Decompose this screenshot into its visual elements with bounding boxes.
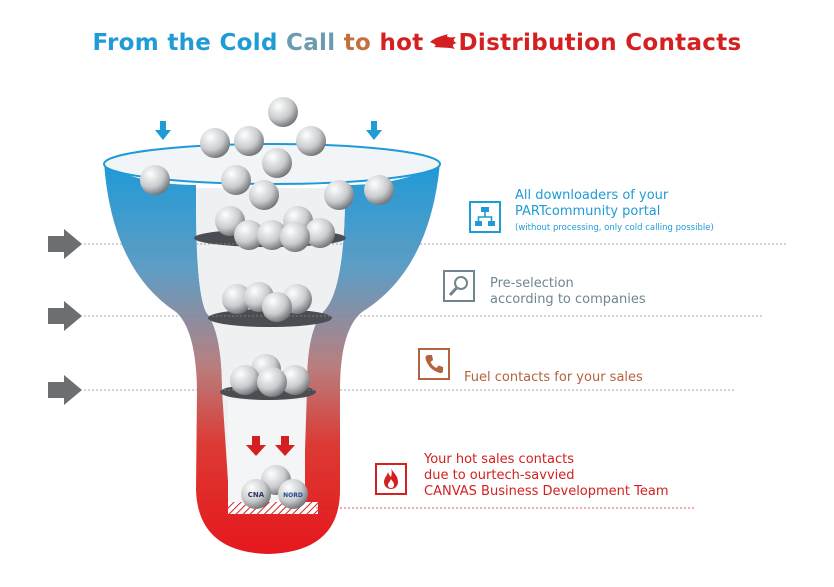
title-part-hot: hot <box>379 30 424 56</box>
down-arrow-blue-right <box>366 121 382 140</box>
network-icon <box>469 201 501 233</box>
phone-icon <box>418 348 450 380</box>
down-arrow-blue-left <box>155 121 171 140</box>
stage-4-line-1: Your hot sales contacts <box>424 452 574 467</box>
stage-4-line-2: due to ourtech-savvied <box>424 468 575 483</box>
fire-icon <box>375 463 407 495</box>
contact-balls-top <box>140 97 394 210</box>
stage-label-preselection: Pre-selection according to companies <box>490 276 646 308</box>
title-part-from-the-cold: From the Cold <box>92 30 278 56</box>
stage-label-hot-contacts: Your hot sales contacts due to ourtech-s… <box>424 452 669 500</box>
ball-logo-cna: CNA <box>248 491 265 499</box>
title-part-distribution-contacts: Distribution Contacts <box>458 30 742 56</box>
contact-balls-bottom: CNA NORD <box>241 465 308 509</box>
stage-2-line-1: Pre-selection <box>490 276 574 291</box>
hatched-base <box>228 502 318 514</box>
stage-2-line-2: according to companies <box>490 292 646 307</box>
title-part-call: Call <box>286 30 336 56</box>
stage-4-line-3: CANVAS Business Development Team <box>424 484 669 499</box>
contact-balls-level-1 <box>215 206 335 252</box>
search-icon <box>443 270 475 302</box>
title-part-to: to <box>343 30 372 56</box>
ball-logo-nord: NORD <box>283 492 303 499</box>
input-arrow-3 <box>48 375 82 405</box>
stage-3-line-1: Fuel contacts for your sales <box>464 370 643 385</box>
stage-1-line-2: PARTcommunity portal <box>515 204 661 219</box>
contact-balls-level-2 <box>222 282 312 322</box>
contact-balls-level-3 <box>230 354 310 397</box>
stage-1-note: (without processing, only cold calling p… <box>515 223 714 233</box>
down-arrow-red-right <box>275 436 295 456</box>
input-arrow-1 <box>48 229 82 259</box>
stage-label-downloaders: All downloaders of your PARTcommunity po… <box>515 188 714 236</box>
down-arrow-red-left <box>246 436 266 456</box>
flame-icon <box>429 34 457 49</box>
input-arrow-2 <box>48 301 82 331</box>
diagram-title: From the Cold Call to hot Distribution C… <box>0 30 834 56</box>
stage-label-fuel-contacts: Fuel contacts for your sales <box>464 370 643 386</box>
stage-1-line-1: All downloaders of your <box>515 188 669 203</box>
funnel-outer-wall <box>104 163 440 554</box>
